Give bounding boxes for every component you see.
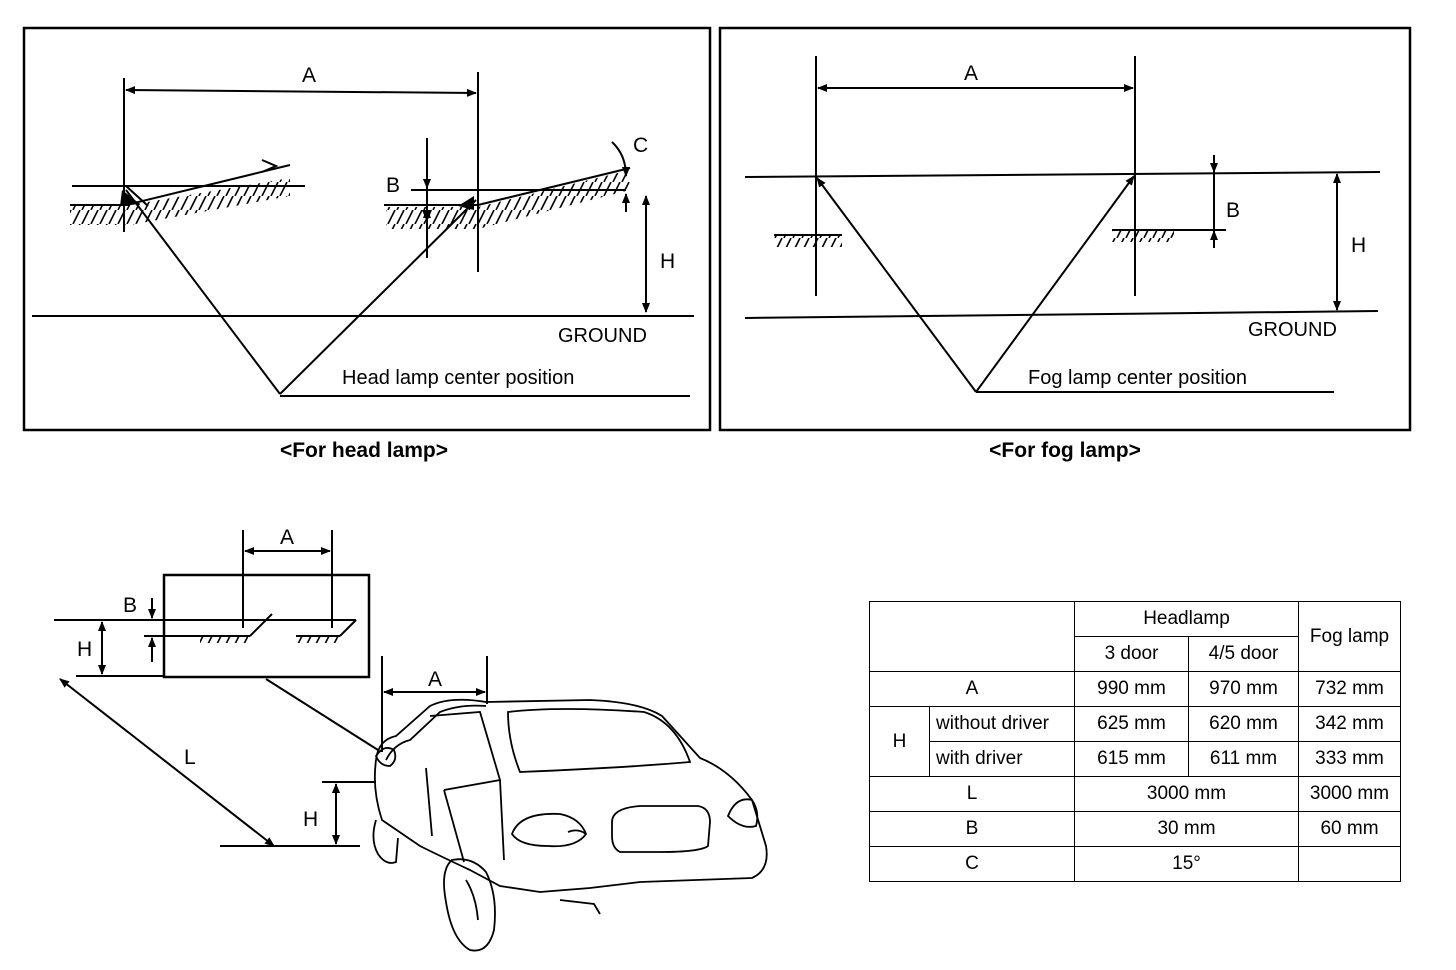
value-a-3-door: 990 mm [1074,671,1189,707]
table-corner-cell [869,601,1075,672]
foglamp-panel [718,26,1412,432]
vehicle-diagram-labels: A B H A L H [77,526,442,831]
headlamp-label-a: A [302,64,316,87]
table-row: C 15° [869,846,1401,882]
aiming-screen [162,573,371,679]
headlamp-label-h: H [660,250,675,273]
headlamp-panel-frame [22,26,712,432]
headlamp-label-b: B [386,174,400,197]
foglamp-label-b: B [1226,199,1240,222]
headlamp-panel-title: <For head lamp> [280,439,448,462]
distance-l-line [59,678,275,847]
row-label-without-driver: without driver [929,706,1075,742]
vehicle-label-l: L [184,746,196,769]
value-h-without-fog: 342 mm [1298,706,1401,742]
row-label-h: H [869,706,930,777]
vehicle-label-a-screen: A [280,526,294,549]
table-header-headlamp: Headlamp [1074,601,1299,637]
table-row: H without driver 625 mm 620 mm 342 mm [869,706,1401,777]
row-label-b: B [869,811,1075,847]
headlamp-center-caption: Head lamp center position [342,367,574,389]
table-header-fog-lamp: Fog lamp [1298,601,1401,672]
value-b-fog: 60 mm [1298,811,1401,847]
vehicle-label-h-car: H [303,808,318,831]
foglamp-center-caption: Fog lamp center position [1028,367,1247,389]
value-a-45-door: 970 mm [1188,671,1299,707]
headlamp-label-c: C [633,134,648,157]
headlamp-panel-labels: A B C H GROUND Head lamp center position [302,64,675,389]
value-c-headlamp: 15° [1074,846,1299,882]
value-h-without-3-door: 625 mm [1074,706,1189,742]
headlamp-ground-label: GROUND [558,325,647,347]
foglamp-ground-label: GROUND [1248,319,1337,341]
row-label-with-driver: with driver [929,741,1075,777]
table-row: B 30 mm 60 mm [869,811,1401,847]
value-l-fog: 3000 mm [1298,776,1401,812]
vehicle-sketch [372,698,768,952]
value-c-fog [1298,846,1401,882]
foglamp-panel-title: <For fog lamp> [989,439,1141,462]
row-label-l: L [869,776,1075,812]
vehicle-label-h-screen: H [77,638,92,661]
vehicle-label-a-car: A [428,668,442,691]
row-label-a: A [869,671,1075,707]
foglamp-ground-line [744,310,1379,319]
table-header-45-door: 4/5 door [1188,636,1299,672]
value-l-headlamp: 3000 mm [1074,776,1299,812]
vehicle-label-b: B [123,594,137,617]
foglamp-label-a: A [964,62,978,85]
foglamp-panel-frame [718,26,1412,432]
value-h-with-3-door: 615 mm [1074,741,1189,777]
value-h-with-fog: 333 mm [1298,741,1401,777]
table-row: A 990 mm 970 mm 732 mm [869,671,1401,707]
row-label-c: C [869,846,1075,882]
foglamp-panel-labels: A B H GROUND Fog lamp center position [964,62,1366,389]
value-h-with-45-door: 611 mm [1188,741,1299,777]
vehicle-aiming-diagram [54,530,768,952]
foglamp-label-h: H [1351,234,1366,257]
headlamp-dimension-a [125,86,477,97]
value-a-fog: 732 mm [1298,671,1401,707]
aiming-spec-table: Headlamp Fog lamp 3 door 4/5 door A 990 … [869,601,1401,882]
headlamp-panel [22,26,712,432]
value-h-without-45-door: 620 mm [1188,706,1299,742]
table-row: L 3000 mm 3000 mm [869,776,1401,812]
value-b-headlamp: 30 mm [1074,811,1299,847]
table-row: with driver 615 mm 611 mm 333 mm [870,741,1401,777]
table-header-3-door: 3 door [1074,636,1189,672]
